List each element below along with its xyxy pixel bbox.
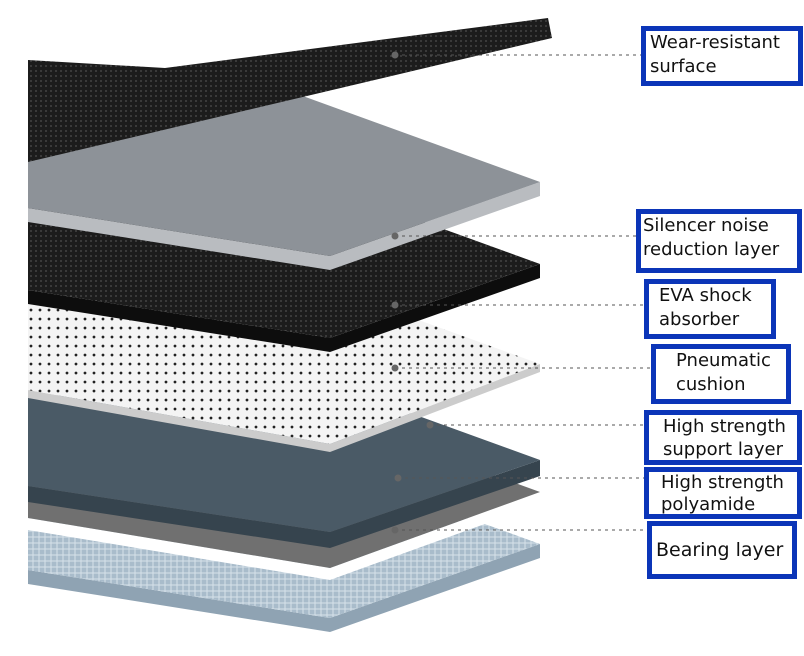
pneumatic-layer-edge <box>28 364 540 452</box>
label-line: support layer <box>663 439 783 460</box>
label-silencer-layer: Silencer noise reduction layer <box>636 209 802 273</box>
label-bearing-layer: Bearing layer <box>647 521 797 579</box>
label-line: cushion <box>676 374 746 395</box>
leader-dot <box>391 526 399 534</box>
label-line: reduction layer <box>643 239 780 260</box>
label-line: Wear-resistant <box>650 32 780 53</box>
bearing-layer-edge <box>28 544 540 632</box>
leader-dot <box>391 232 399 240</box>
label-pneumatic-cushion: Pneumatic cushion <box>651 344 791 404</box>
label-line: surface <box>650 56 717 77</box>
polyamide-layer-edge <box>28 492 540 580</box>
label-line: polyamide <box>661 494 756 515</box>
label-line: Silencer noise <box>643 215 769 236</box>
support-layer-edge <box>28 460 540 548</box>
label-wear-resistant-surface: Wear-resistant surface <box>641 26 803 86</box>
label-line: High strength <box>661 472 784 493</box>
leader-dot <box>394 474 402 482</box>
leader-dot <box>391 301 399 309</box>
silencer-layer-edge <box>28 182 540 270</box>
label-line: Pneumatic <box>676 350 771 371</box>
leader-dot <box>391 364 399 372</box>
label-line: absorber <box>659 309 740 330</box>
leader-dot <box>391 51 399 59</box>
label-line: EVA shock <box>659 285 752 306</box>
leader-dot <box>426 421 434 429</box>
label-line: High strength <box>663 416 786 437</box>
label-eva-shock-absorber: EVA shock absorber <box>644 279 776 339</box>
wear-resistant-layer <box>28 18 552 162</box>
eva-layer-edge <box>28 264 540 352</box>
silencer-layer-surface <box>28 95 540 256</box>
label-line: Bearing layer <box>656 539 784 561</box>
